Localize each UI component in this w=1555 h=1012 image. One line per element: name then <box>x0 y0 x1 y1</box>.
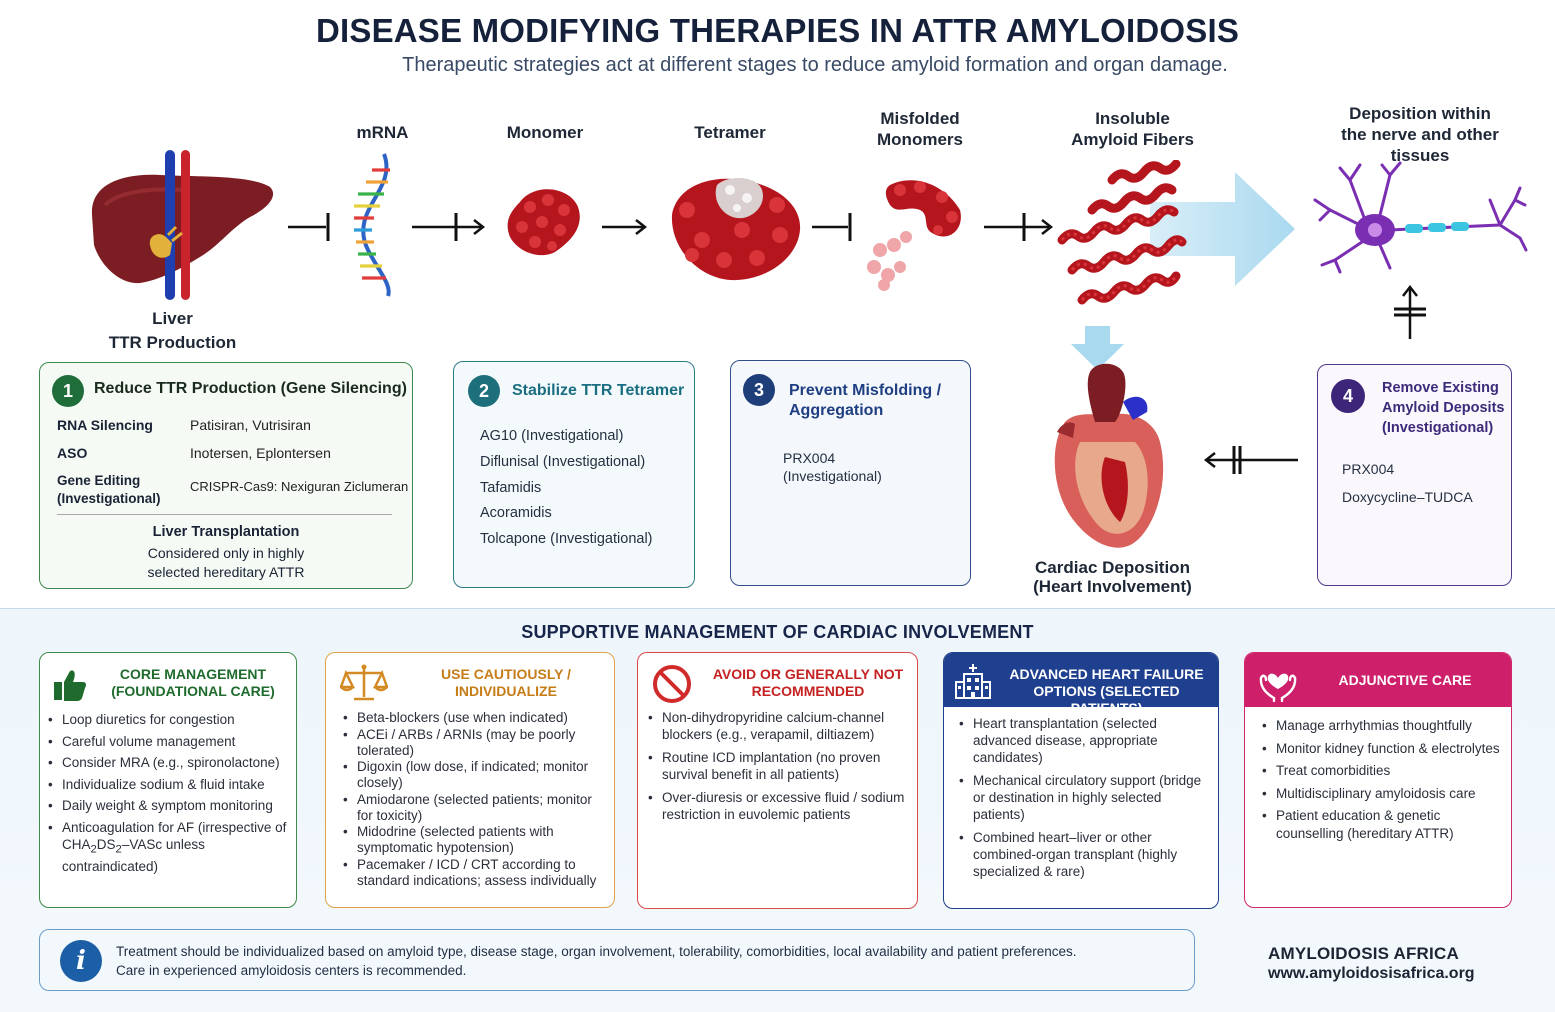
step-number-badge: 4 <box>1331 379 1365 413</box>
card-title: ADJUNCTIVE CARE <box>1338 672 1472 688</box>
tetramer-label: Tetramer <box>694 123 766 142</box>
inhibition-arrow-icon <box>288 213 330 241</box>
hospital-icon <box>955 664 991 699</box>
list-item: Treat comorbidities <box>1262 762 1507 780</box>
card-use-cautiously: USE CAUTIOUSLY / INDIVIDUALIZE Beta-bloc… <box>325 652 615 908</box>
bullet-list: Loop diuretics for congestion Careful vo… <box>48 711 293 880</box>
big-arrow-icon <box>1150 172 1295 286</box>
list-item: Individualize sodium & fluid intake <box>48 776 293 793</box>
liver-icon <box>91 150 274 300</box>
step-number-badge: 1 <box>52 375 84 407</box>
card-title: ADVANCED HEART FAILURE OPTIONS (SELECTED… <box>1009 666 1204 716</box>
list-item: Non-dihydropyridine calcium-channel bloc… <box>648 710 913 743</box>
bullet-list: Manage arrhythmias thoughtfully Monitor … <box>1262 717 1507 847</box>
monomer-icon <box>507 189 580 256</box>
arrow-right-icon <box>602 219 648 235</box>
misfolded-monomers-icon <box>867 180 961 291</box>
list-item: Multidisciplinary amyloidosis care <box>1262 785 1507 803</box>
divider <box>57 514 392 515</box>
list-item: Monitor kidney function & electrolytes <box>1262 740 1507 758</box>
card-title: CORE MANAGEMENT (FOUNDATIONAL CARE) <box>111 666 275 699</box>
therapy-box-title: Stabilize TTR Tetramer <box>512 382 685 399</box>
list-item: Routine ICD implantation (no proven surv… <box>648 750 913 783</box>
list-item: Heart transplantation (selected advanced… <box>959 715 1214 766</box>
list-item: Amiodarone (selected patients; monitor f… <box>343 792 608 824</box>
inhibition-arrow-icon <box>1394 284 1426 339</box>
list-item: ACEi / ARBs / ARNIs (may be poorly toler… <box>343 727 608 759</box>
card-adjunctive-care: ADJUNCTIVE CARE Manage arrhythmias thoug… <box>1244 652 1512 908</box>
amyloid-fibers-icon <box>1057 160 1187 305</box>
liver-transplant-desc: Considered only in highly selected hered… <box>147 545 305 580</box>
fibers-label: Insoluble Amyloid Fibers <box>1071 109 1194 149</box>
mrna-icon <box>354 153 391 297</box>
list-item: Patient education & genetic counselling … <box>1262 807 1507 842</box>
page-title: DISEASE MODIFYING THERAPIES IN ATTR AMYL… <box>315 12 1240 49</box>
footer-note: i Treatment should be individualized bas… <box>39 929 1195 991</box>
thumbs-up-icon <box>54 670 87 701</box>
therapy-box-title: Remove Existing Amyloid Deposits (Invest… <box>1382 380 1505 436</box>
bullet-list: Beta-blockers (use when indicated) ACEi … <box>343 710 608 889</box>
card-avoid: AVOID OR GENERALLY NOT RECOMMENDED Non-d… <box>637 652 918 909</box>
monomer-label: Monomer <box>506 123 584 142</box>
liver-transplant-title: Liver Transplantation <box>152 524 300 540</box>
card-advanced-heart-failure: ADVANCED HEART FAILURE OPTIONS (SELECTED… <box>943 652 1219 909</box>
list-item: Loop diuretics for congestion <box>48 711 293 728</box>
page-subtitle: Therapeutic strategies act at different … <box>402 54 1228 76</box>
drug-list: PRX004 (Investigational) <box>783 450 882 484</box>
list-item: Daily weight & symptom monitoring <box>48 797 293 814</box>
bullet-list: Non-dihydropyridine calcium-channel bloc… <box>648 710 913 830</box>
supportive-section-title: SUPPORTIVE MANAGEMENT OF CARDIAC INVOLVE… <box>521 622 1034 642</box>
list-item: Beta-blockers (use when indicated) <box>343 710 608 726</box>
footer-note-text: Treatment should be individualized based… <box>116 944 1077 978</box>
deposition-label: Deposition within the nerve and other ti… <box>1341 104 1499 165</box>
therapy-box-stabilize-tetramer: 2 Stabilize TTR Tetramer AG10 (Investiga… <box>453 361 695 588</box>
neuron-icon <box>1313 161 1528 274</box>
list-item: Digoxin (low dose, if indicated; monitor… <box>343 759 608 791</box>
drug-list: AG10 (Investigational) Diflunisal (Inves… <box>480 428 653 548</box>
list-item: Midodrine (selected patients with sympto… <box>343 824 608 856</box>
therapy-box-title: Prevent Misfolding / Aggregation <box>789 382 942 419</box>
list-item: Mechanical circulatory support (bridge o… <box>959 772 1214 823</box>
liver-label: Liver TTR Production <box>108 309 237 352</box>
therapy-box-title: Reduce TTR Production (Gene Silencing) <box>94 380 407 397</box>
bullet-list: Heart transplantation (selected advanced… <box>959 715 1214 886</box>
therapy-box-remove-deposits: 4 Remove Existing Amyloid Deposits (Inve… <box>1317 364 1512 586</box>
tetramer-icon <box>671 178 801 281</box>
list-item: Careful volume management <box>48 733 293 750</box>
mrna-label: mRNA <box>356 123 409 142</box>
list-item: Anticoagulation for AF (irrespective of … <box>48 819 293 876</box>
list-item: Manage arrhythmias thoughtfully <box>1262 717 1507 735</box>
step-number-badge: 2 <box>468 375 500 407</box>
prohibited-icon <box>653 665 691 703</box>
organization-url[interactable]: www.amyloidosisafrica.org <box>1268 965 1475 982</box>
misfolded-label: Misfolded Monomers <box>877 109 963 149</box>
inhibition-arrow-icon <box>412 213 486 241</box>
heart-icon <box>1054 363 1164 548</box>
organization-name: AMYLOIDOSIS AFRICA <box>1268 944 1459 963</box>
list-item: Pacemaker / ICD / CRT according to stand… <box>343 857 608 889</box>
list-item: Combined heart–liver or other combined-o… <box>959 829 1214 880</box>
list-item: Over-diuresis or excessive fluid / sodiu… <box>648 790 913 823</box>
card-title: AVOID OR GENERALLY NOT RECOMMENDED <box>712 666 904 699</box>
inhibition-arrow-icon <box>984 213 1054 241</box>
card-core-management: CORE MANAGEMENT (FOUNDATIONAL CARE) Loop… <box>39 652 297 908</box>
info-icon: i <box>60 940 102 982</box>
step-number-badge: 3 <box>743 374 775 406</box>
inhibition-arrow-icon <box>812 213 852 241</box>
drug-list: PRX004 Doxycycline–TUDCA <box>1342 461 1473 505</box>
card-title: USE CAUTIOUSLY / INDIVIDUALIZE <box>441 666 571 699</box>
therapy-box-gene-silencing: 1 Reduce TTR Production (Gene Silencing)… <box>39 362 413 589</box>
list-item: Consider MRA (e.g., spironolactone) <box>48 754 293 771</box>
therapy-box-prevent-misfolding: 3 Prevent Misfolding / Aggregation PRX00… <box>730 360 971 586</box>
cardiac-label: Cardiac Deposition (Heart Involvement) <box>1033 558 1192 596</box>
arrow-down-icon <box>1071 326 1124 370</box>
heart-hands-icon <box>1259 673 1297 702</box>
inhibition-arrow-icon <box>1203 446 1298 474</box>
scales-icon <box>340 664 388 701</box>
